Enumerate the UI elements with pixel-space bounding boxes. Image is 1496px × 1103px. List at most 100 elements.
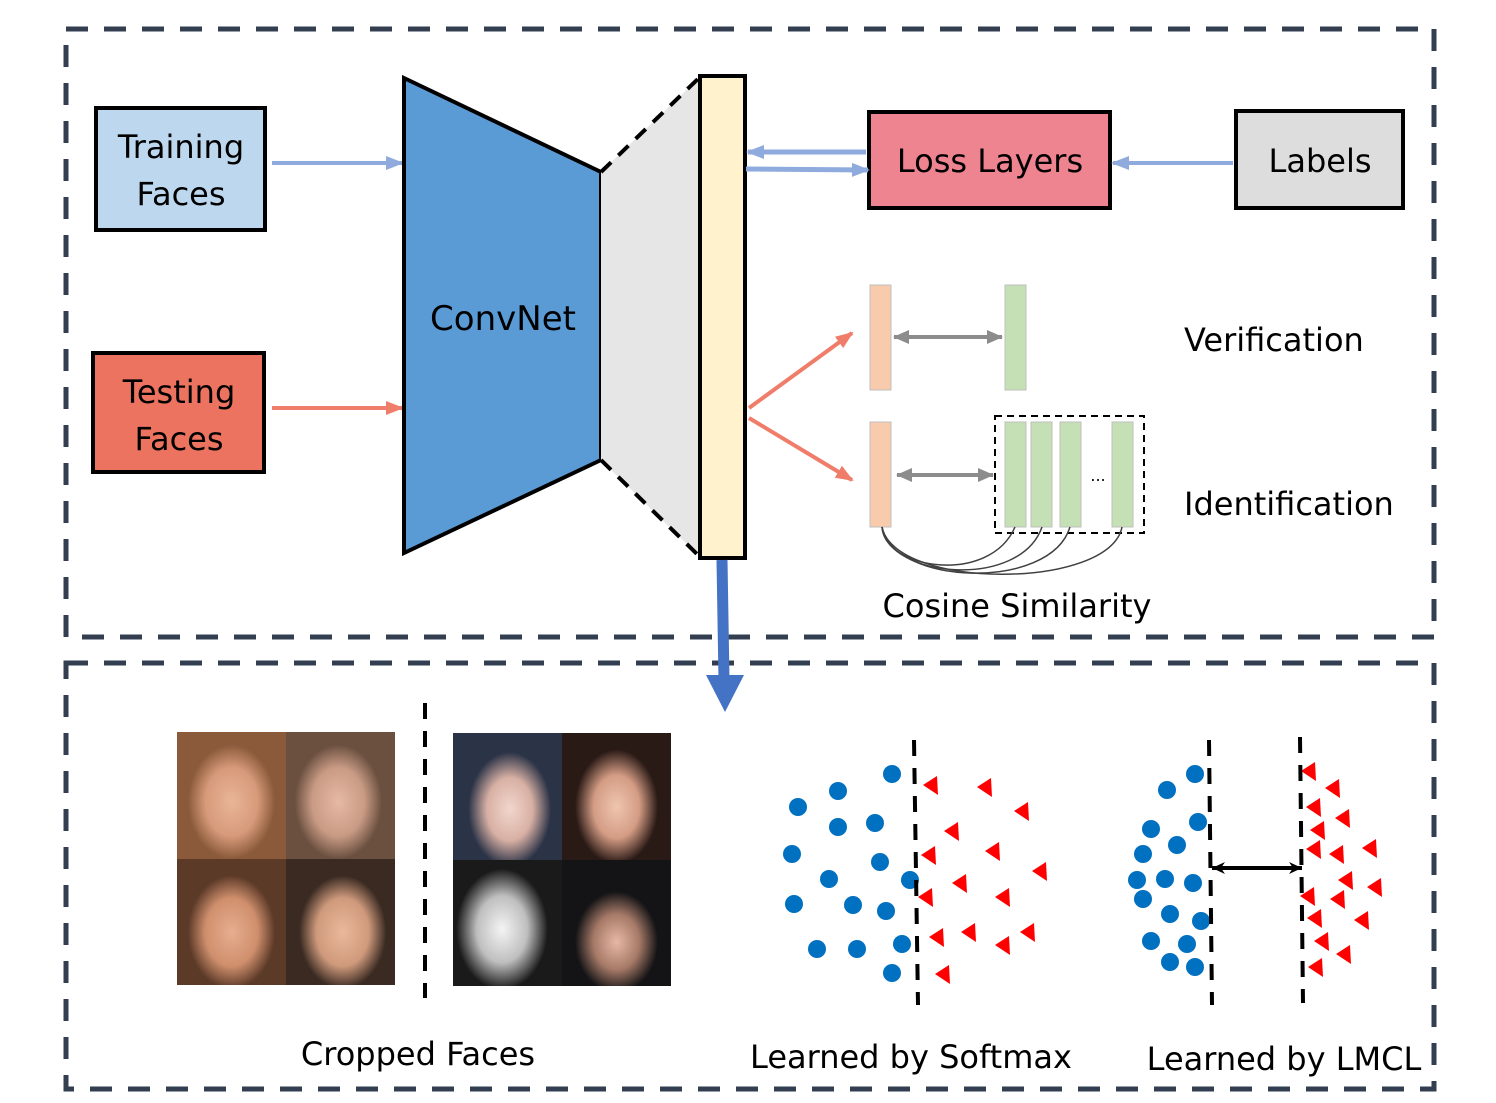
softmax-class-a-point xyxy=(871,853,889,871)
feature-to-verification-arrow xyxy=(747,331,854,410)
verification-label: Verification xyxy=(1184,321,1364,359)
lmcl-boundary-left xyxy=(1207,739,1214,1006)
labels-rect xyxy=(1234,109,1405,210)
lmcl-class-a-point xyxy=(1186,958,1204,976)
softmax-class-a-point xyxy=(829,782,847,800)
identification-probe-bar xyxy=(869,421,892,528)
gallery-ellipsis: ... xyxy=(1090,466,1105,485)
face-thumbnail-woman-3 xyxy=(453,860,562,986)
cropped-faces-label: Cropped Faces xyxy=(301,1035,535,1073)
lmcl-class-a-point xyxy=(1186,765,1204,783)
lmcl-label: Learned by LMCL xyxy=(1147,1040,1422,1078)
feature-layer xyxy=(698,74,747,560)
face-thumbnail-man-1 xyxy=(177,732,286,859)
verification-gallery-bar xyxy=(1004,284,1027,391)
face-thumbnail-woman-4 xyxy=(562,860,671,986)
softmax-feature-plot xyxy=(783,765,1047,984)
lmcl-class-b-point xyxy=(1308,958,1323,977)
softmax-class-a-point xyxy=(785,895,803,913)
fc-projection xyxy=(601,77,700,557)
lmcl-class-b-point xyxy=(1306,798,1321,817)
lmcl-class-b-point xyxy=(1310,821,1325,840)
softmax-class-b-point xyxy=(935,965,950,984)
lmcl-class-a-point xyxy=(1142,820,1160,838)
softmax-class-a-point xyxy=(877,902,895,920)
lmcl-feature-plot xyxy=(1128,762,1382,977)
lmcl-class-b-point xyxy=(1338,871,1353,890)
gallery-bar-n xyxy=(1111,421,1134,528)
labels-box: Labels xyxy=(1234,109,1405,210)
softmax-label: Learned by Softmax xyxy=(750,1038,1072,1076)
training-faces-label-2: Faces xyxy=(136,175,225,213)
gallery-bar-2 xyxy=(1030,421,1053,528)
softmax-class-b-point xyxy=(977,778,992,797)
softmax-class-a-point xyxy=(808,940,826,958)
testing-faces-label-1: Testing xyxy=(122,373,236,411)
convnet-label: ConvNet xyxy=(430,299,576,339)
lmcl-class-a-point xyxy=(1158,781,1176,799)
loss-layers-rect xyxy=(867,110,1112,210)
top-panel-border xyxy=(63,26,1437,640)
face-thumbnail-man-3 xyxy=(177,859,286,985)
face-thumbnail-man-4 xyxy=(286,859,395,985)
softmax-class-b-point xyxy=(961,923,976,942)
testing-faces-box: Testing Faces xyxy=(91,351,266,474)
lmcl-class-b-point xyxy=(1336,945,1351,964)
lmcl-class-a-point xyxy=(1142,932,1160,950)
cosine-curve-3 xyxy=(881,526,1071,574)
gallery-bar-3 xyxy=(1059,421,1082,528)
verification-probe-bar xyxy=(869,284,892,391)
softmax-class-b-point xyxy=(923,776,938,795)
lmcl-class-b-point xyxy=(1335,809,1350,828)
identification-label: Identification xyxy=(1184,485,1394,523)
softmax-class-b-point xyxy=(918,888,933,907)
softmax-class-a-point xyxy=(844,896,862,914)
lmcl-class-a-point xyxy=(1178,935,1196,953)
feature-down-arrow-head xyxy=(706,675,744,712)
cosine-curve-4 xyxy=(881,526,1123,575)
lmcl-class-a-point xyxy=(1189,813,1207,831)
face-thumbnail-man-2 xyxy=(286,732,395,859)
lmcl-class-a-point xyxy=(1134,845,1152,863)
softmax-class-b-point xyxy=(1032,862,1047,881)
lmcl-class-a-point xyxy=(1192,912,1210,930)
lmcl-class-b-point xyxy=(1325,779,1340,798)
softmax-class-b-point xyxy=(1020,923,1035,942)
testing-faces-label-2: Faces xyxy=(134,420,223,458)
lmcl-class-a-point xyxy=(1134,890,1152,908)
softmax-class-a-point xyxy=(829,818,847,836)
lmcl-class-a-point xyxy=(1184,874,1202,892)
softmax-class-a-point xyxy=(883,964,901,982)
lmcl-class-b-point xyxy=(1362,839,1377,858)
lmcl-class-b-point xyxy=(1301,762,1316,781)
softmax-class-b-point xyxy=(985,842,1000,861)
softmax-class-a-point xyxy=(866,814,884,832)
softmax-class-b-point xyxy=(995,936,1010,955)
softmax-class-a-point xyxy=(783,845,801,863)
labels-label: Labels xyxy=(1269,142,1372,180)
training-faces-rect xyxy=(94,106,267,232)
lmcl-class-b-point xyxy=(1306,840,1321,859)
lmcl-class-a-point xyxy=(1128,871,1146,889)
lmcl-class-b-point xyxy=(1367,878,1382,897)
lmcl-class-b-point xyxy=(1307,909,1322,928)
cosine-similarity-curves xyxy=(881,526,1123,575)
lmcl-class-a-point xyxy=(1161,905,1179,923)
softmax-class-b-point xyxy=(952,874,967,893)
softmax-class-a-point xyxy=(883,765,901,783)
training-faces-label-1: Training xyxy=(117,128,244,166)
feature-to-loss-arrow xyxy=(745,162,870,177)
softmax-class-a-point xyxy=(893,935,911,953)
lmcl-class-b-point xyxy=(1330,890,1345,909)
loss-layers-box: Loss Layers xyxy=(867,110,1112,210)
softmax-class-a-point xyxy=(848,940,866,958)
softmax-class-b-point xyxy=(995,888,1010,907)
testing-faces-rect xyxy=(91,351,266,474)
lmcl-class-b-point xyxy=(1329,845,1344,864)
feature-down-arrow-shaft xyxy=(716,559,730,681)
cosine-similarity-label: Cosine Similarity xyxy=(883,587,1152,625)
softmax-class-b-point xyxy=(921,846,936,865)
loss-layers-label: Loss Layers xyxy=(897,142,1083,180)
softmax-class-b-point xyxy=(929,928,944,947)
